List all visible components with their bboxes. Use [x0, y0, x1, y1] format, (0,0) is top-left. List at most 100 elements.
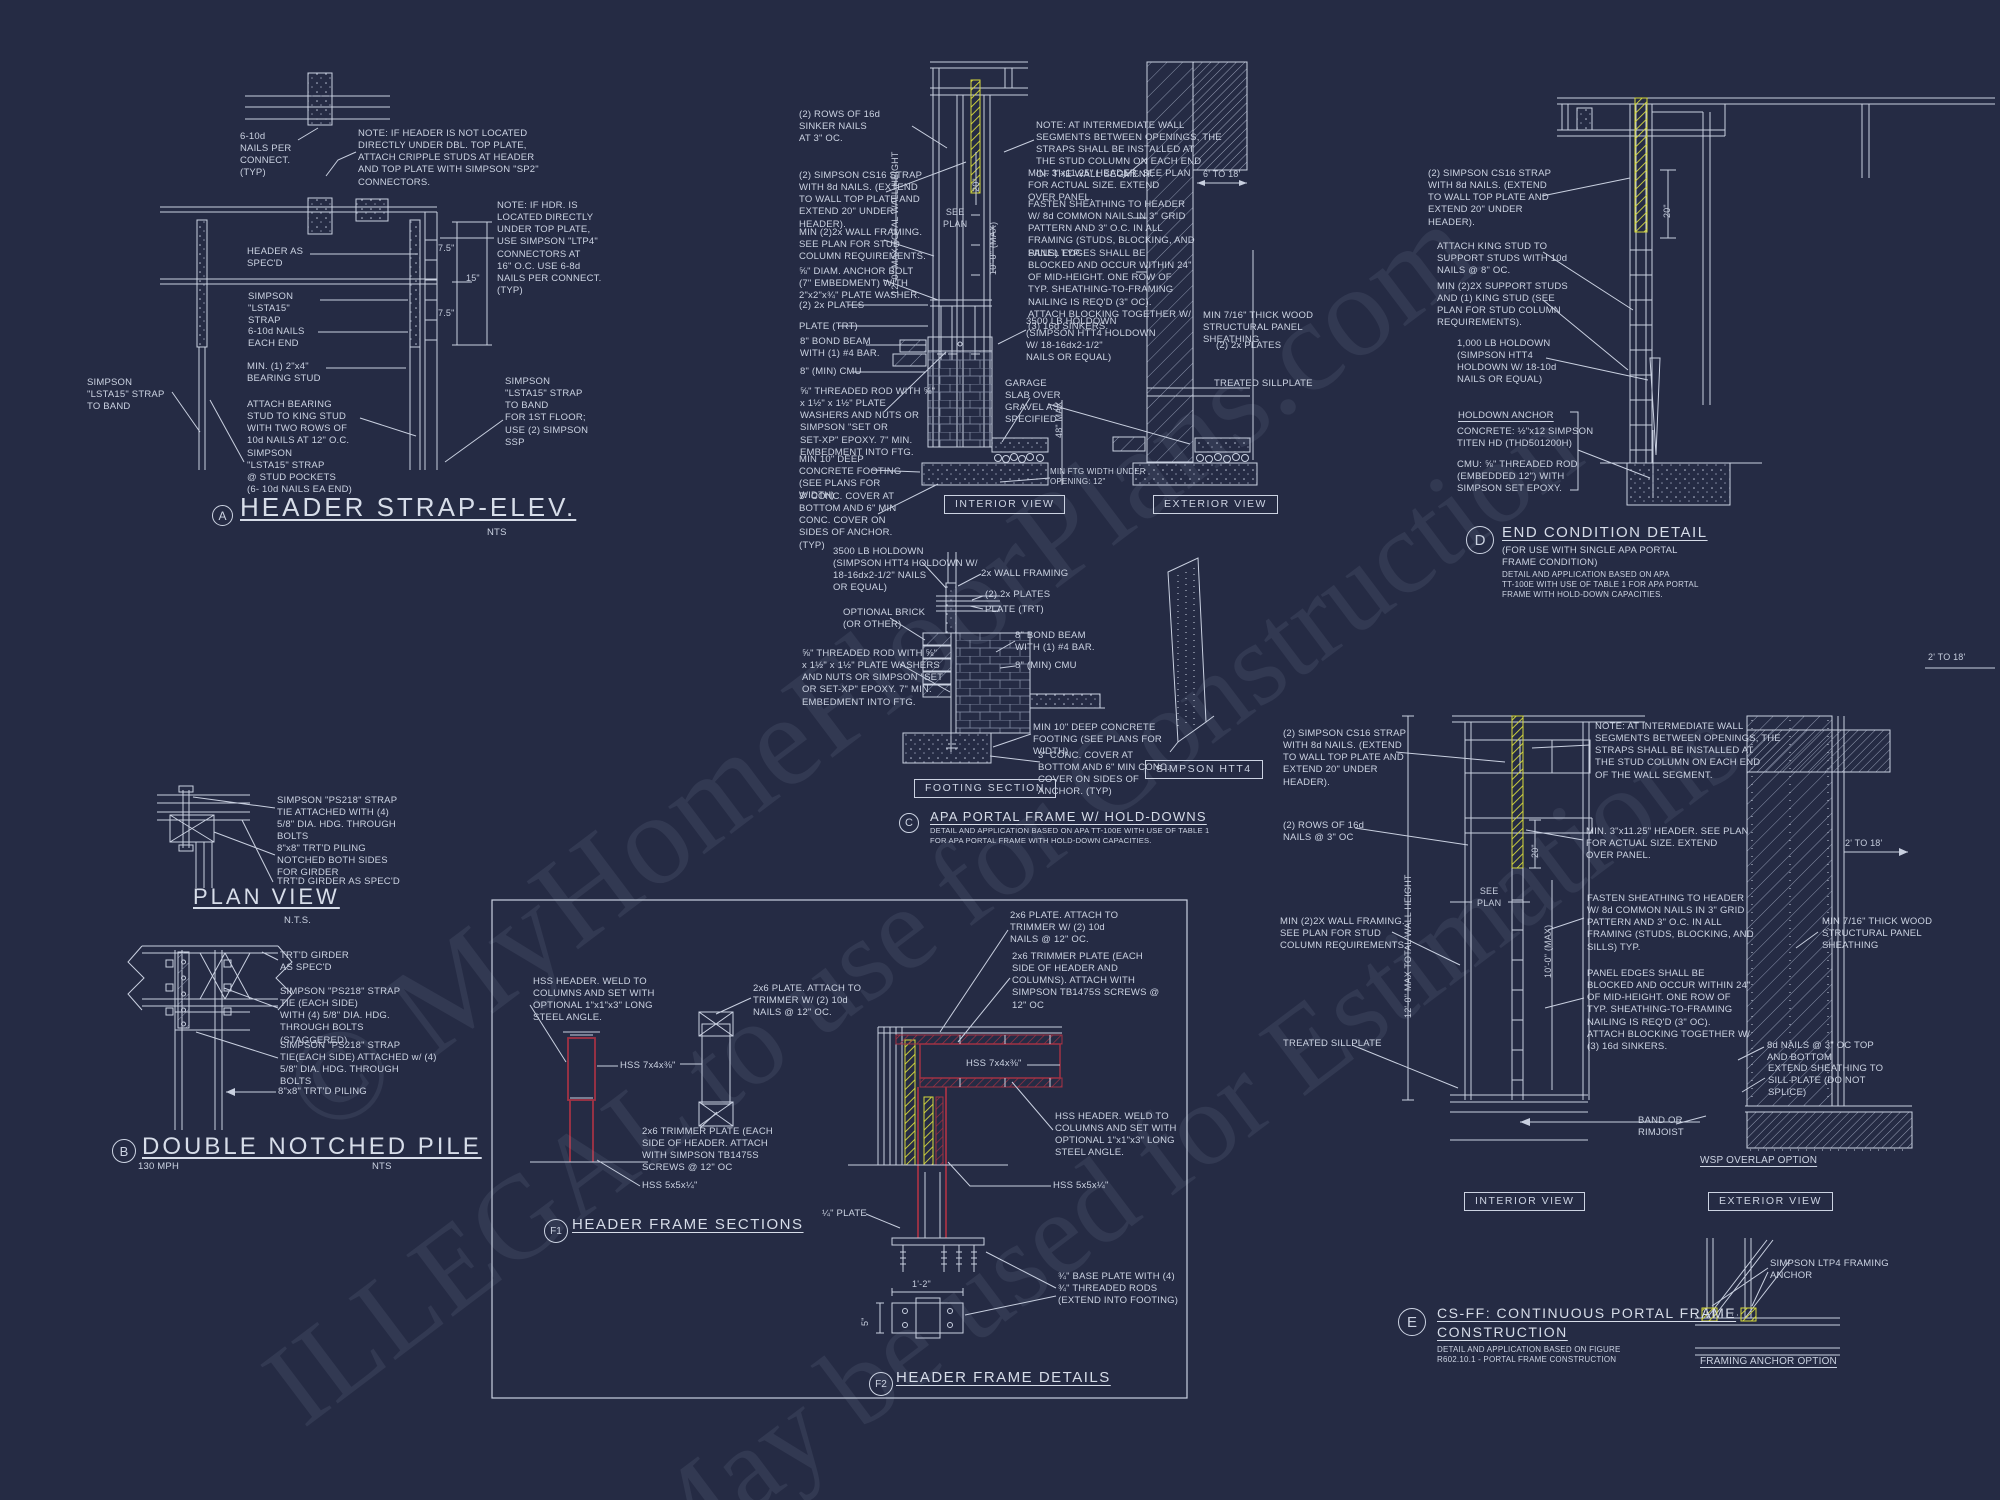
label-e-header-min: MIN. 3"x11.25" HEADER. SEE PLAN FOR ACTU… [1586, 826, 1749, 862]
dim-d-20: 20" [1662, 204, 1672, 218]
label-f1-hss-header: HSS HEADER. WELD TO COLUMNS AND SET WITH… [533, 976, 655, 1024]
detail-c-footing-section-drawing [889, 552, 1105, 764]
label-c-footing-depth: MIN 10" DEEP CONCRETE FOOTING (SEE PLANS… [799, 454, 902, 502]
label-a-header-spec: HEADER AS SPEC'D [247, 246, 304, 270]
label-c-wall-framing: MIN (2)2x WALL FRAMING. SEE PLAN FOR STU… [799, 227, 926, 263]
label-b-ps218-attached: SIMPSON "PS218" STRAP TIE(EACH SIDE) ATT… [280, 1040, 437, 1088]
dim-c-20: 20" [971, 178, 981, 192]
detail-b-drawing [127, 945, 293, 1130]
detail-f1-bubble: F1 [544, 1219, 568, 1243]
dim-e-see-plan: SEE PLAN [1477, 886, 1502, 908]
detail-b-bubble: B [112, 1139, 136, 1163]
detail-d-subtitle1: (FOR USE WITH SINGLE APA PORTAL FRAME CO… [1502, 545, 1678, 569]
label-e-ltp4: SIMPSON LTP4 FRAMING ANCHOR [1770, 1258, 1889, 1282]
detail-c-subtitle: DETAIL AND APPLICATION BASED ON APA TT-1… [930, 826, 1210, 845]
label-f2-hss-7x4: HSS 7x4x⅜" [966, 1058, 1022, 1069]
detail-d-subtitle2: DETAIL AND APPLICATION BASED ON APA TT-1… [1502, 570, 1699, 600]
label-e-wsp-option: WSP OVERLAP OPTION [1700, 1155, 1818, 1166]
label-c-optional-brick: OPTIONAL BRICK (OR OTHER) [843, 607, 926, 631]
detail-b-title: DOUBLE NOTCHED PILE [142, 1133, 482, 1160]
label-a-attach-bearing: ATTACH BEARING STUD TO KING STUD WITH TW… [247, 399, 350, 447]
label-c-plates-2x-ext: (2) 2x PLATES [1216, 340, 1282, 351]
label-e-wall-framing: MIN (2)2X WALL FRAMING. SEE PLAN FOR STU… [1280, 916, 1407, 952]
label-e-cs16: (2) SIMPSON CS16 STRAP WITH 8d NAILS. (E… [1283, 728, 1407, 788]
detail-a-title: HEADER STRAP-ELEV. [240, 492, 577, 522]
dim-a-top: 7.5" [438, 243, 455, 253]
detail-f1-drawing [529, 997, 752, 1187]
label-d-concrete-anchor: CONCRETE: ½"x12 SIMPSON TITEN HD (THD501… [1457, 426, 1594, 450]
label-c-bond-beam: 8" BOND BEAM WITH (1) #4 BAR. [800, 336, 880, 360]
label-d-support-studs: MIN (2)2X SUPPORT STUDS AND (1) KING STU… [1437, 281, 1568, 329]
dim-c-48-max: 48" MAX [1054, 401, 1064, 438]
dim-c-see-plan: SEE PLAN [943, 207, 968, 229]
dim-f2-depth: 5" [860, 1317, 870, 1326]
plan-view-scale: N.T.S. [284, 915, 312, 926]
label-a-note-ltp4: NOTE: IF HDR. IS LOCATED DIRECTLY UNDER … [497, 200, 602, 297]
detail-f2-bubble: F2 [869, 1372, 893, 1396]
label-a-strap-band-floor1: SIMPSON "LSTA15" STRAP TO BAND FOR 1ST F… [505, 376, 589, 448]
label-f1-plate-2x6: 2x6 PLATE. ATTACH TO TRIMMER W/ (2) 10d … [753, 983, 862, 1019]
detail-e-exterior-drawing [1675, 715, 1913, 1151]
label-e-fasten-sheathing: FASTEN SHEATHING TO HEADER W/ 8d COMMON … [1587, 893, 1754, 953]
detail-a-drawing [160, 72, 504, 470]
label-c-plates-2x: (2) 2x PLATES [799, 300, 865, 311]
dim-e-20: 20" [1530, 844, 1540, 858]
label-c-holdown-3500-b: 3500 LB HOLDOWN (SIMPSON HTT4 HOLDOWN W/… [833, 546, 978, 594]
detail-a-scale: NTS [487, 527, 507, 538]
label-c-interior-view: INTERIOR VIEW [944, 495, 1066, 515]
label-c-bond-beam-b: 8" BOND BEAM WITH (1) #4 BAR. [1015, 630, 1095, 654]
detail-c-title: APA PORTAL FRAME W/ HOLD-DOWNS [930, 809, 1207, 824]
label-e-nails-8d: 8d NAILS @ 3" OC TOP AND BOTTOM [1767, 1040, 1874, 1064]
detail-b-wind: 130 MPH [138, 1161, 180, 1172]
detail-e-interior-drawing [1351, 715, 1700, 1141]
dim-a-bot: 7.5" [438, 308, 455, 318]
label-c-min-ftg-width: MIN FTG WIDTH UNDER OPENING: 12" [1050, 467, 1146, 487]
label-e-band-rim: BAND OR RIMJOIST [1638, 1115, 1684, 1139]
dim-c-max-10: 10'-0" (MAX) [988, 221, 998, 275]
detail-e-subtitle: DETAIL AND APPLICATION BASED ON FIGURE R… [1437, 1345, 1621, 1365]
label-c-simpson-htt4: SIMPSON HTT4 [1145, 760, 1263, 780]
label-d-cmu-anchor: CMU: ⅝" THREADED ROD (EMBEDDED 12") WITH… [1457, 459, 1578, 495]
label-c-holdown-3500: 3500 LB HOLDOWN (SIMPSON HTT4 HOLDOWN W/… [1026, 316, 1156, 364]
label-c-garage-slab: GARAGE SLAB OVER GRAVEL AS SPECIFIED [1005, 378, 1061, 426]
plan-view-drawing [157, 785, 276, 888]
label-c-note-intermediate: NOTE: AT INTERMEDIATE WALL SEGMENTS BETW… [1036, 120, 1222, 180]
label-e-panel-edges: PANEL EDGES SHALL BE BLOCKED AND OCCUR W… [1587, 968, 1751, 1052]
label-a-nails-typ: 6-10d NAILS PER CONNECT. (TYP) [240, 131, 292, 179]
detail-c-interior-drawing [838, 61, 1049, 515]
dim-e-max-10: 10'-0" (MAX) [1543, 924, 1553, 978]
label-a-strap-to-band: SIMPSON "LSTA15" STRAP TO BAND [87, 377, 165, 413]
label-c-cmu: 8" (MIN) CMU [800, 366, 862, 377]
label-c-plate-trt: PLATE (TRT) [799, 321, 858, 332]
label-e-interior-view: INTERIOR VIEW [1464, 1192, 1586, 1212]
label-c-wall-framing-2x: 2x WALL FRAMING [981, 568, 1069, 579]
label-e-exterior-view: EXTERIOR VIEW [1708, 1192, 1833, 1212]
label-c-footing-depth-b: MIN 10" DEEP CONCRETE FOOTING (SEE PLANS… [1033, 722, 1162, 758]
dim-c-wall-height: 12'-0" MAX TOTAL WALL HEIGHT [890, 151, 900, 295]
label-c-panel-edges: PANEL EDGES SHALL BE BLOCKED AND OCCUR W… [1028, 248, 1192, 332]
label-c-conc-cover: 3" CONC. COVER AT BOTTOM AND 6" MIN CONC… [799, 491, 897, 551]
label-a-nails-each-end: 6-10d NAILS EACH END [248, 326, 305, 350]
label-f1-hss-5x5: HSS 5x5x¼" [642, 1180, 698, 1191]
label-c-anchor-bolt: ⅝" DIAM. ANCHOR BOLT (7" EMBEDMENT) WITH… [799, 266, 921, 302]
label-plan-piling-notched: 8"x8" TRT'D PILING NOTCHED BOTH SIDES FO… [277, 843, 388, 879]
label-f1-hss-7x4: HSS 7x4x⅜" [620, 1060, 676, 1071]
label-c-treated-sill: TREATED SILLPLATE [1214, 378, 1313, 389]
detail-f2-drawing [848, 929, 1063, 1339]
detail-b-scale: NTS [372, 1161, 392, 1172]
label-d-holdown-1000: 1,000 LB HOLDOWN (SIMPSON HTT4 HOLDOWN W… [1457, 338, 1557, 386]
label-e-rows-16d: (2) ROWS OF 16d NAILS @ 3" OC [1283, 820, 1365, 844]
dim-e-span: 2' TO 18' [1845, 838, 1883, 848]
label-a-strap: SIMPSON "LSTA15" STRAP [248, 291, 294, 327]
label-plan-girder: TRT'D GIRDER AS SPEC'D [277, 876, 400, 887]
label-e-treated-sill: TREATED SILLPLATE [1283, 1038, 1382, 1049]
detail-f1-title: HEADER FRAME SECTIONS [572, 1216, 804, 1233]
detail-d-title: END CONDITION DETAIL [1502, 524, 1708, 541]
label-d-attach-king: ATTACH KING STUD TO SUPPORT STUDS WITH 1… [1437, 241, 1568, 277]
detail-e-bubble: E [1398, 1308, 1426, 1336]
label-a-note-sp2: NOTE: IF HEADER IS NOT LOCATED DIRECTLY … [358, 128, 539, 188]
label-c-threaded-rod: ⅝" THREADED ROD WITH ⅝" x 1½" x 1½" PLAT… [800, 386, 936, 458]
detail-c-bubble: C [899, 813, 919, 833]
